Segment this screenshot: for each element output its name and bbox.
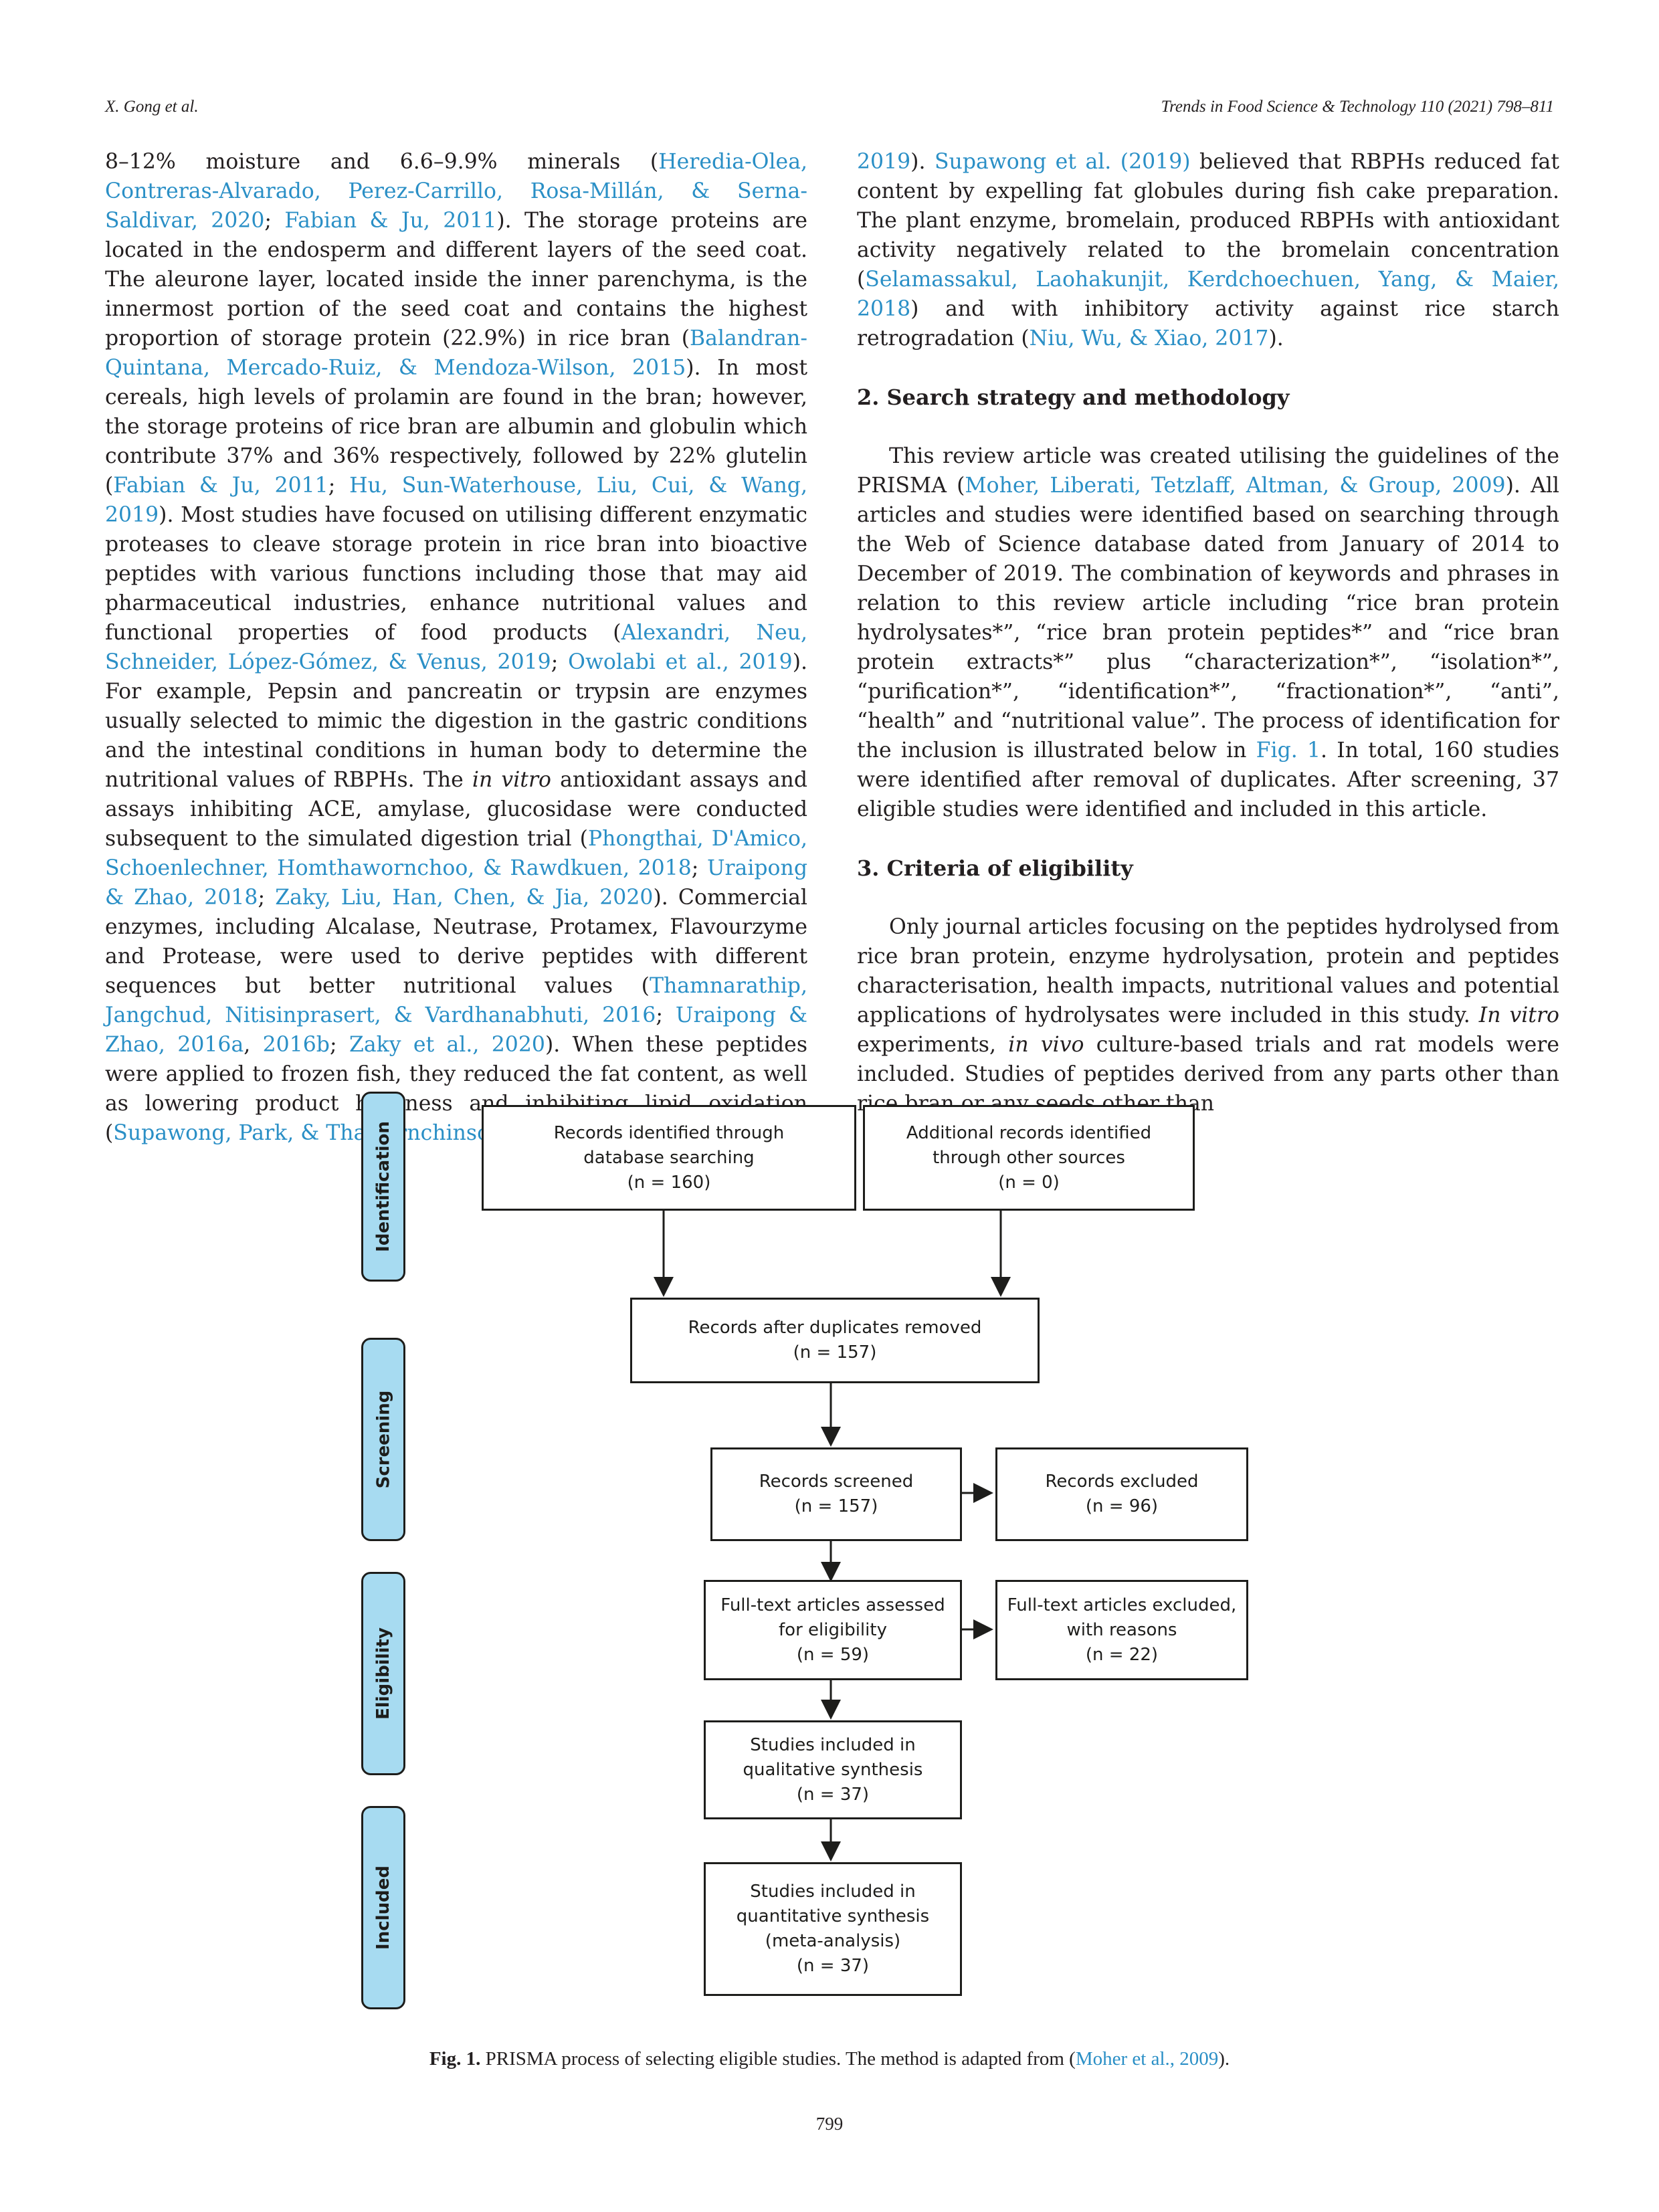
box-text-line: Additional records identified bbox=[906, 1122, 1152, 1143]
citation-link[interactable]: Hu, Sun-Waterhouse, Liu, Cui, & Wang, 20… bbox=[105, 474, 807, 527]
citation-link[interactable]: Moher, Liberati, Tetzlaff, Altman, & Gro… bbox=[965, 474, 1506, 498]
box-text-line: Studies included in bbox=[750, 1734, 916, 1755]
citation-link[interactable]: Supawong et al. (2019) bbox=[934, 150, 1191, 174]
box-text-line: (n = 37) bbox=[796, 1956, 870, 1976]
citation-link[interactable]: Fig. 1 bbox=[1256, 738, 1321, 763]
box-text-line: Records excluded bbox=[1045, 1472, 1199, 1492]
box-text-line: database searching bbox=[583, 1147, 755, 1168]
citation-link[interactable]: Owolabi et al., 2019 bbox=[568, 650, 793, 674]
box-records-excluded: Records excluded (n = 96) bbox=[995, 1447, 1248, 1541]
citation-link[interactable]: Uraipong & Zhao, 2016a bbox=[105, 1003, 807, 1057]
box-text-line: with reasons bbox=[1066, 1619, 1177, 1640]
box-text-line: Full-text articles assessed bbox=[720, 1595, 945, 1615]
stage-identification: Identification bbox=[361, 1092, 405, 1282]
caption-text: PRISMA process of selecting eligible stu… bbox=[485, 2048, 1076, 2070]
citation-link[interactable]: Heredia-Olea, Contreras-Alvarado, Perez-… bbox=[105, 150, 807, 233]
box-text-line: Studies included in bbox=[750, 1882, 916, 1902]
box-text-line: Records after duplicates removed bbox=[688, 1318, 982, 1338]
box-text-line: (n = 0) bbox=[998, 1172, 1060, 1193]
stage-included: Included bbox=[361, 1806, 405, 2009]
citation-link[interactable]: Thamnarathip, Jangchud, Nitisinprasert, … bbox=[105, 974, 807, 1027]
stage-screening: Screening bbox=[361, 1338, 405, 1541]
box-text-line: through other sources bbox=[933, 1147, 1125, 1168]
right-column: 2019). Supawong et al. (2019) believed t… bbox=[857, 147, 1559, 1118]
box-text-line: qualitative synthesis bbox=[743, 1759, 923, 1780]
caption-citation-link[interactable]: Moher et al., 2009 bbox=[1075, 2048, 1219, 2070]
box-text-line: for eligibility bbox=[779, 1619, 887, 1640]
italic-term: in vitro bbox=[472, 768, 551, 792]
figure-label: Fig. 1. bbox=[429, 2048, 481, 2070]
box-text-line: (n = 157) bbox=[794, 1496, 878, 1516]
box-other-sources: Additional records identified through oth… bbox=[863, 1105, 1195, 1211]
box-text-line: (meta-analysis) bbox=[765, 1931, 901, 1951]
box-text-line: (n = 37) bbox=[796, 1784, 870, 1805]
citation-link[interactable]: Uraipong & Zhao, 2018 bbox=[105, 856, 807, 910]
box-text-line: Records screened bbox=[759, 1472, 914, 1492]
figure-caption: Fig. 1. PRISMA process of selecting elig… bbox=[0, 2048, 1659, 2070]
prisma-flow-diagram: Identification Screening Eligibility Inc… bbox=[348, 1084, 1311, 2033]
citation-link[interactable]: Fabian & Ju, 2011 bbox=[284, 209, 497, 233]
citation-link[interactable]: Niu, Wu, & Xiao, 2017 bbox=[1029, 326, 1269, 350]
box-duplicates-removed: Records after duplicates removed (n = 157… bbox=[630, 1298, 1040, 1383]
paragraph-continued: 2019). Supawong et al. (2019) believed t… bbox=[857, 150, 1559, 350]
citation-link[interactable]: 2019 bbox=[857, 150, 911, 174]
caption-end: ). bbox=[1218, 2048, 1230, 2070]
stage-eligibility: Eligibility bbox=[361, 1572, 405, 1775]
italic-term: in vivo bbox=[1008, 1033, 1084, 1057]
box-text-line: Full-text articles excluded, bbox=[1007, 1595, 1237, 1615]
page-number: 799 bbox=[815, 2114, 844, 2134]
box-text-line: quantitative synthesis bbox=[736, 1906, 930, 1926]
running-header-authors: X. Gong et al. bbox=[105, 98, 199, 116]
box-text-line: (n = 22) bbox=[1085, 1644, 1159, 1665]
citation-link[interactable]: 2016b bbox=[262, 1033, 330, 1057]
citation-link[interactable]: Zaky, Liu, Han, Chen, & Jia, 2020 bbox=[275, 886, 654, 910]
citation-link[interactable]: Selamassakul, Laohakunjit, Kerdchoechuen… bbox=[857, 268, 1559, 321]
citation-link[interactable]: Supawong, Park, & Thawornchinsombut, bbox=[113, 1121, 553, 1145]
box-database-records: Records identified through database searc… bbox=[482, 1105, 856, 1211]
box-text-line: (n = 160) bbox=[627, 1172, 711, 1193]
box-qualitative-synthesis: Studies included in qualitative synthesis… bbox=[704, 1720, 962, 1819]
citation-link[interactable]: Alexandri, Neu, Schneider, López-Gómez, … bbox=[105, 621, 808, 674]
citation-link[interactable]: Fabian & Ju, 2011 bbox=[113, 474, 328, 498]
section-heading-eligibility: 3. Criteria of eligibility bbox=[857, 856, 1133, 881]
italic-term: In vitro bbox=[1478, 1003, 1559, 1027]
box-text-line: (n = 96) bbox=[1085, 1496, 1159, 1516]
box-fulltext-assessed: Full-text articles assessed for eligibili… bbox=[704, 1580, 962, 1680]
box-text-line: Records identified through bbox=[553, 1122, 785, 1143]
box-fulltext-excluded: Full-text articles excluded, with reasons… bbox=[995, 1580, 1248, 1680]
box-text-line: (n = 59) bbox=[796, 1644, 870, 1665]
running-header-journal: Trends in Food Science & Technology 110 … bbox=[1161, 98, 1554, 116]
box-text-line: (n = 157) bbox=[793, 1342, 877, 1363]
box-quantitative-synthesis: Studies included in quantitative synthesi… bbox=[704, 1862, 962, 1996]
paragraph-search-strategy: This review article was created utilisin… bbox=[857, 444, 1559, 821]
citation-link[interactable]: Phongthai, D'Amico, Schoenlechner, Homth… bbox=[105, 827, 807, 880]
box-records-screened: Records screened (n = 157) bbox=[710, 1447, 962, 1541]
citation-link[interactable]: Zaky et al., 2020 bbox=[349, 1033, 545, 1057]
paragraph-rice-bran-proteins: 8–12% moisture and 6.6–9.9% minerals (He… bbox=[105, 150, 808, 1145]
paragraph-eligibility-criteria: Only journal articles focusing on the pe… bbox=[857, 915, 1559, 1116]
section-heading-search-strategy: 2. Search strategy and methodology bbox=[857, 385, 1290, 410]
left-column: 8–12% moisture and 6.6–9.9% minerals (He… bbox=[105, 147, 807, 1148]
citation-link[interactable]: Balandran-Quintana, Mercado-Ruiz, & Mend… bbox=[105, 326, 807, 380]
